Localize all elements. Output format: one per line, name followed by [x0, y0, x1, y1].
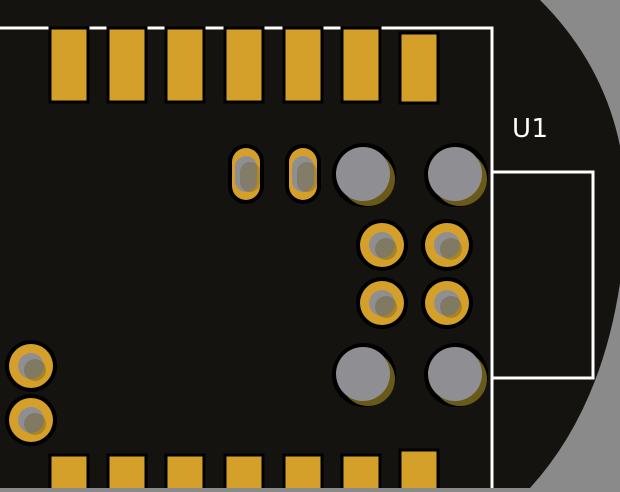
- mounting-hole[interactable]: [332, 343, 396, 407]
- silkscreen-outline-u1: [0, 26, 494, 488]
- edge-plated-hole[interactable]: [5, 394, 57, 446]
- mounting-hole[interactable]: [332, 143, 396, 207]
- smd-pad[interactable]: [282, 453, 324, 492]
- plated-hole[interactable]: [421, 219, 473, 271]
- plated-hole[interactable]: [356, 219, 408, 271]
- smd-pad[interactable]: [340, 26, 382, 104]
- plated-hole[interactable]: [356, 277, 408, 329]
- oval-hole[interactable]: [285, 144, 321, 204]
- oval-hole[interactable]: [228, 144, 264, 204]
- bottom-pad-row: [48, 448, 440, 492]
- smd-pad[interactable]: [164, 453, 206, 492]
- smd-pad[interactable]: [223, 453, 265, 492]
- smd-pad[interactable]: [48, 26, 90, 104]
- edge-plated-hole[interactable]: [5, 340, 57, 392]
- component-reference-label: U1: [512, 114, 549, 144]
- smd-pad[interactable]: [48, 453, 90, 492]
- mounting-hole[interactable]: [424, 343, 488, 407]
- smd-pad[interactable]: [164, 26, 206, 104]
- mounting-hole[interactable]: [424, 143, 488, 207]
- smd-pad[interactable]: [282, 26, 324, 104]
- smd-pad[interactable]: [106, 453, 148, 492]
- smd-pad[interactable]: [223, 26, 265, 104]
- smd-pad[interactable]: [398, 31, 440, 105]
- top-pad-row: [48, 26, 440, 105]
- smd-pad[interactable]: [106, 26, 148, 104]
- plated-hole[interactable]: [421, 277, 473, 329]
- smd-pad[interactable]: [398, 448, 440, 492]
- smd-pad[interactable]: [340, 453, 382, 492]
- silkscreen-connector-outline: [492, 170, 595, 380]
